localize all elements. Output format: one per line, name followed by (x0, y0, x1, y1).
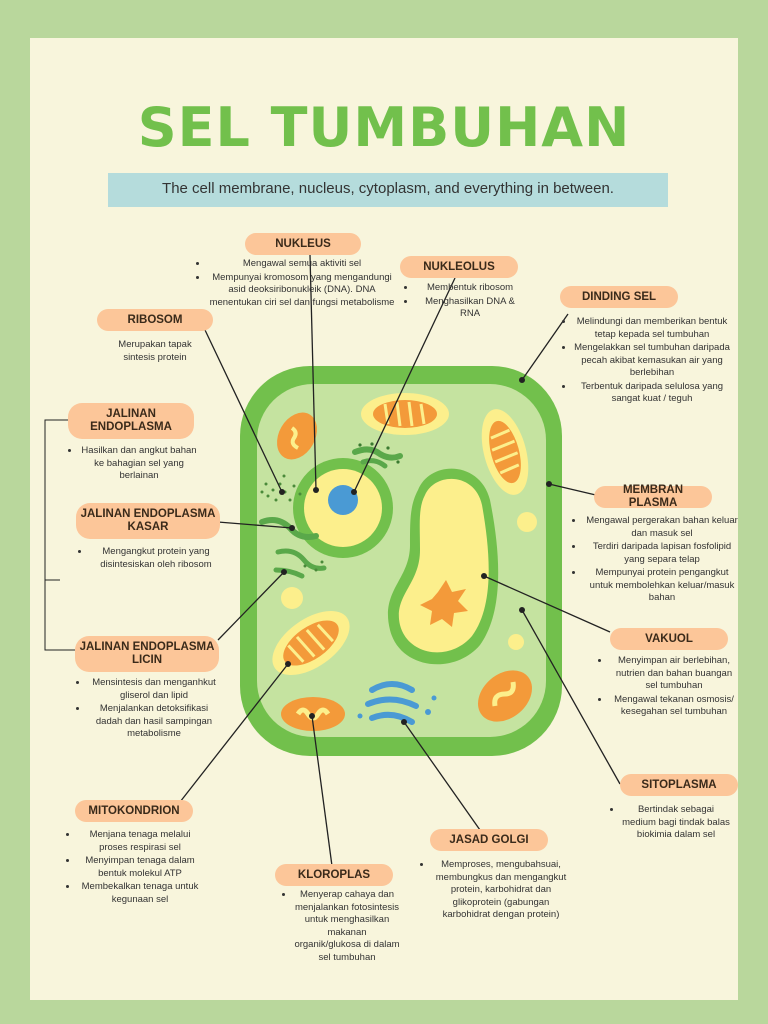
desc-item: Bertindak sebagai medium bagi tindak bal… (622, 804, 730, 842)
desc-item: Melindungi dan memberikan bentuk tetap k… (574, 316, 730, 341)
desc-item: Mempunyai kromosom yang mengandungi asid… (208, 272, 396, 310)
desc-item: Mengelakkan sel tumbuhan daripada pecah … (574, 342, 730, 380)
desc-jalinan-endoplasma: Hasilkan dan angkut bahan ke bahagian se… (68, 445, 198, 484)
desc-sitoplasma: Bertindak sebagai medium bagi tindak bal… (610, 804, 730, 843)
vesicle (517, 512, 537, 532)
label-dinding-sel: DINDING SEL (560, 286, 678, 308)
subtitle-banner (108, 173, 668, 207)
desc-item: Mensintesis dan menganhkut gliserol dan … (88, 677, 220, 702)
desc-ribosom: Merupakan tapak sintesis protein (118, 339, 192, 363)
label-jalinan-licin: JALINAN ENDOPLASMA LICIN (75, 636, 219, 672)
label-membran-plasma: MEMBRAN PLASMA (594, 484, 712, 509)
chloroplast-right (481, 409, 529, 495)
label-jalinan-kasar: JALINAN ENDOPLASMA KASAR (76, 503, 220, 539)
desc-jalinan-kasar: Mengangkut protein yang disintesiskan ol… (78, 546, 222, 572)
vesicle (508, 634, 524, 650)
desc-item: Menyimpan air berlebihan, nutrien dan ba… (610, 655, 738, 693)
label-jalinan-endoplasma: JALINAN ENDOPLASMA (68, 403, 194, 439)
label-kloroplas: KLOROPLAS (275, 864, 393, 886)
desc-item: Hasilkan dan angkut bahan ke bahagian se… (80, 445, 198, 483)
desc-item: Menjalankan detoksifikasi dadah dan hasi… (88, 703, 220, 741)
desc-item: Menyerap cahaya dan menjalankan fotosint… (294, 889, 400, 964)
desc-nukleus: Mengawal semua aktiviti sel Mempunyai kr… (196, 258, 396, 310)
desc-vakuol: Menyimpan air berlebihan, nutrien dan ba… (598, 655, 738, 720)
desc-item: Mengawal pergerakan bahan keluar dan mas… (584, 515, 740, 540)
desc-item: Terbentuk daripada selulosa yang sangat … (574, 381, 730, 406)
page-title: SEL TUMBUHAN (137, 96, 631, 159)
desc-jasad-golgi: Memproses, mengubahsuai, membungkus dan … (420, 859, 570, 923)
nucleolus (328, 485, 358, 515)
desc-item: Mengangkut protein yang disintesiskan ol… (90, 546, 222, 571)
desc-item: Memproses, mengubahsuai, membungkus dan … (432, 859, 570, 922)
desc-item: Mempunyai protein pengangkut untuk membo… (584, 567, 740, 605)
desc-nukleolus: Membentuk ribosom Menghasilkan DNA & RNA (404, 282, 524, 322)
label-mitokondrion: MITOKONDRION (75, 800, 193, 822)
vacuole-crystal (420, 580, 468, 627)
ribosomes (260, 474, 324, 572)
desc-membran-plasma: Mengawal pergerakan bahan keluar dan mas… (572, 515, 740, 606)
label-ribosom: RIBOSOM (97, 309, 213, 331)
desc-item: Mengawal tekanan osmosis/ kesegahan sel … (610, 694, 738, 719)
desc-item: Mengawal semua aktiviti sel (208, 258, 396, 271)
desc-kloroplas: Menyerap cahaya dan menjalankan fotosint… (282, 889, 400, 965)
vesicle (281, 587, 303, 609)
desc-item: Menghasilkan DNA & RNA (416, 296, 524, 321)
rough-er (352, 442, 403, 469)
golgi-body (357, 681, 437, 725)
chloroplast-left (272, 611, 350, 675)
chloroplast-top (361, 393, 449, 435)
desc-jalinan-licin: Mensintesis dan menganhkut gliserol dan … (76, 677, 220, 742)
desc-dinding-sel: Melindungi dan memberikan bentuk tetap k… (562, 316, 730, 407)
desc-item: Menjana tenaga melalui proses respirasi … (78, 829, 202, 854)
label-vakuol: VAKUOL (610, 628, 728, 650)
desc-item: Menyimpan tenaga dalam bentuk molekul AT… (78, 855, 202, 880)
desc-mitokondrion: Menjana tenaga melalui proses respirasi … (66, 829, 202, 907)
label-nukleolus: NUKLEOLUS (400, 256, 518, 278)
mitochondrion-3 (478, 670, 532, 722)
label-nukleus: NUKLEUS (245, 233, 361, 255)
label-sitoplasma: SITOPLASMA (620, 774, 738, 796)
desc-item: Membekalkan tenaga untuk kegunaan sel (78, 881, 202, 906)
desc-item: Terdiri daripada lapisan fosfolipid yang… (584, 541, 740, 566)
mitochondrion-1 (277, 412, 317, 460)
label-jasad-golgi: JASAD GOLGI (430, 829, 548, 851)
desc-item: Membentuk ribosom (416, 282, 524, 295)
leader-dots (279, 377, 552, 725)
vacuole (398, 478, 489, 653)
er-bracket (44, 419, 75, 651)
page-subtitle: The cell membrane, nucleus, cytoplasm, a… (162, 180, 614, 197)
